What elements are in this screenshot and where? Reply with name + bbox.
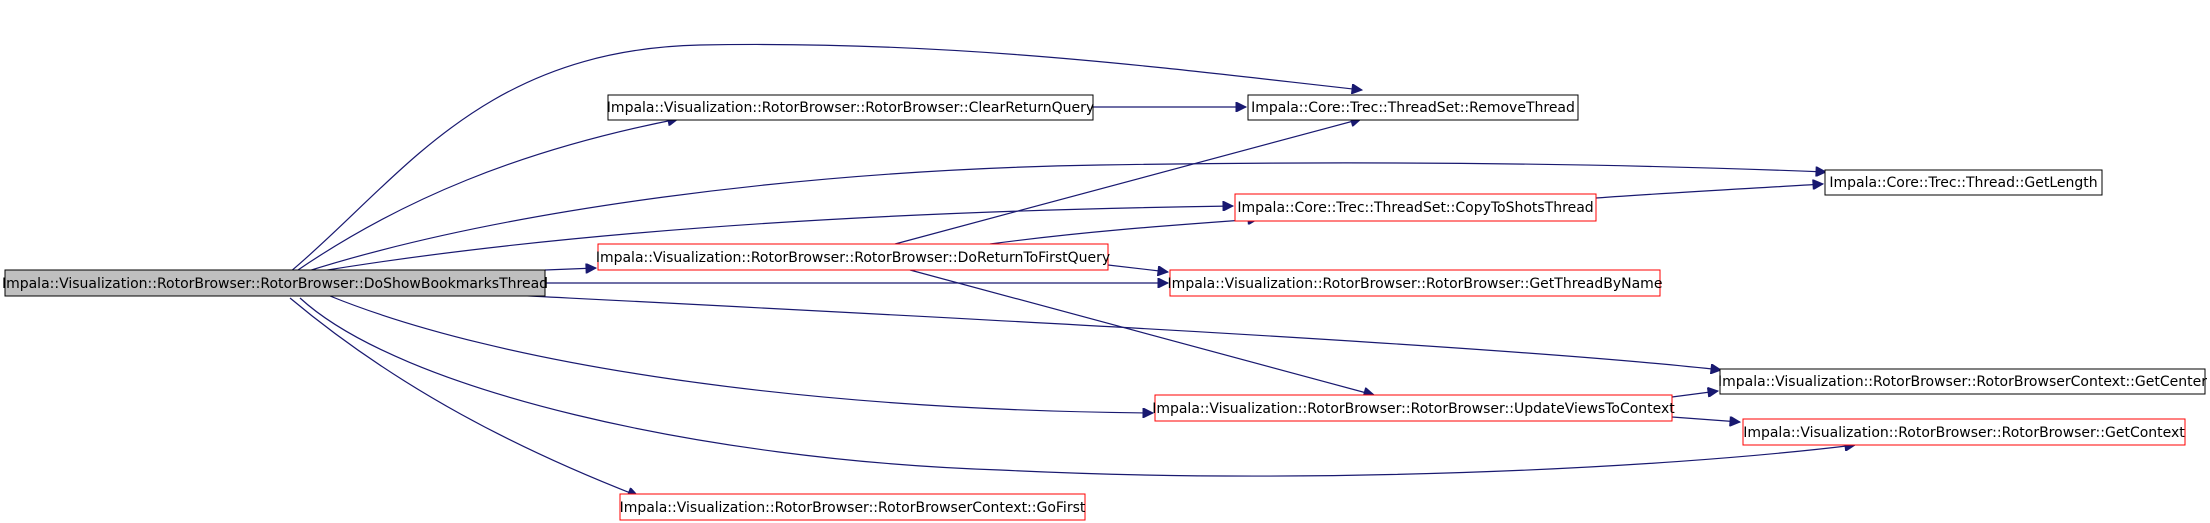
node-update-views-to-context[interactable]: Impala::Visualization::RotorBrowser::Rot… [1152, 394, 1675, 422]
node-label: Impala::Core::Trec::ThreadSet::CopyToSho… [1237, 200, 1593, 216]
edge-updateViews-to-getCenter [1671, 391, 1718, 398]
edge-root-to-getCenter [509, 294, 1721, 370]
edge-root-to-copyToShots [314, 206, 1233, 273]
node-get-context[interactable]: Impala::Visualization::RotorBrowser::Rot… [1742, 418, 2186, 446]
edge-root-to-goFirst [289, 297, 638, 496]
node-get-thread-by-name[interactable]: Impala::Visualization::RotorBrowser::Rot… [1168, 269, 1663, 297]
node-clear-return-query[interactable]: Impala::Visualization::RotorBrowser::Rot… [607, 94, 1094, 121]
edge-doReturn-to-removeThread [894, 119, 1361, 245]
node-get-center[interactable]: Impala::Visualization::RotorBrowser::Rot… [1718, 368, 2207, 395]
edge-doReturn-to-getThreadByName [1107, 264, 1168, 272]
edge-root-to-doReturn [544, 268, 596, 270]
edge-doReturn-to-updateViews [909, 269, 1374, 395]
node-label: Impala::Visualization::RotorBrowser::Rot… [1168, 276, 1663, 292]
node-label: Impala::Visualization::RotorBrowser::Rot… [607, 100, 1094, 116]
node-label: Impala::Visualization::RotorBrowser::Rot… [596, 250, 1110, 266]
nodes-layer: Impala::Visualization::RotorBrowser::Rot… [2, 94, 2207, 521]
edge-root-to-clearReturnQuery [294, 119, 678, 273]
node-go-first[interactable]: Impala::Visualization::RotorBrowser::Rot… [619, 493, 1086, 521]
edge-copyToShots-to-getLength [1595, 184, 1823, 199]
node-label: Impala::Visualization::RotorBrowser::Rot… [2, 276, 548, 292]
node-copy-to-shots-thread[interactable]: Impala::Core::Trec::ThreadSet::CopyToSho… [1234, 193, 1597, 222]
node-do-show-bookmarks-thread[interactable]: Impala::Visualization::RotorBrowser::Rot… [2, 269, 548, 297]
edge-updateViews-to-getContext [1671, 417, 1740, 422]
node-label: Impala::Visualization::RotorBrowser::Rot… [620, 500, 1086, 516]
edge-root-to-updateViews [329, 295, 1153, 413]
node-remove-thread[interactable]: Impala::Core::Trec::ThreadSet::RemoveThr… [1247, 94, 1579, 121]
node-label: Impala::Visualization::RotorBrowser::Rot… [1152, 401, 1675, 417]
edge-doReturn-to-copyToShots [989, 219, 1258, 245]
edge-root-to-removeThread [289, 43, 1362, 273]
node-label: Impala::Core::Trec::Thread::GetLength [1829, 175, 2097, 191]
node-label: Impala::Visualization::RotorBrowser::Rot… [1743, 425, 2185, 441]
node-label: Impala::Core::Trec::ThreadSet::RemoveThr… [1251, 100, 1575, 116]
edges-layer [289, 43, 1855, 496]
node-get-length[interactable]: Impala::Core::Trec::Thread::GetLength [1824, 169, 2103, 196]
edge-root-to-getContext [299, 297, 1855, 477]
node-do-return-to-first-query[interactable]: Impala::Visualization::RotorBrowser::Rot… [596, 243, 1110, 271]
node-label: Impala::Visualization::RotorBrowser::Rot… [1718, 374, 2207, 390]
edge-root-to-getLength [304, 162, 1826, 273]
